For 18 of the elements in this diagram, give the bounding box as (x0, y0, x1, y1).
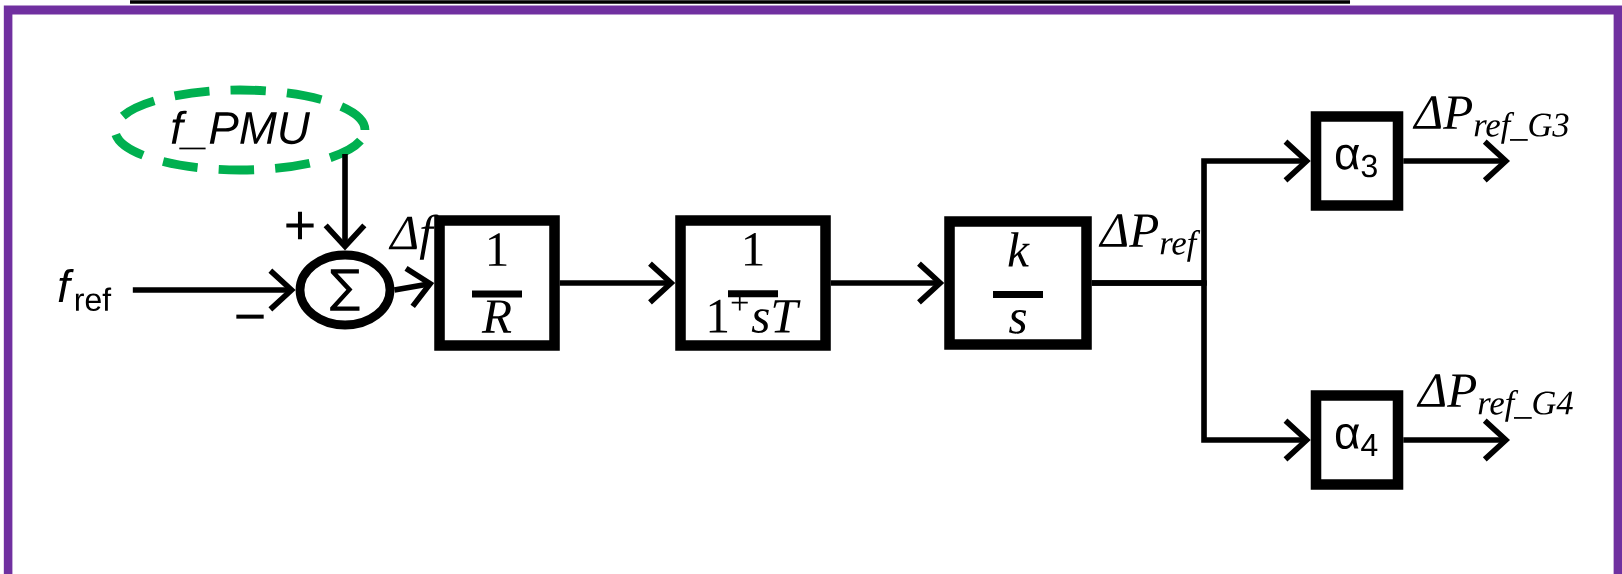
summing-junction: ∑ (295, 250, 395, 330)
edge-label: ΔP$_{ref_G3}$ (1412, 96, 1569, 144)
gain-box: α$_{4}$ (1310, 390, 1404, 490)
edge-label: ΔP$_{ref}$ (1098, 214, 1201, 262)
arrow (1403, 418, 1511, 462)
arrow (132, 268, 296, 312)
gain-box: α$_{3}$ (1310, 111, 1404, 211)
sign-label: + (286, 211, 314, 240)
transfer-function-box: 1 R (434, 215, 560, 351)
input-label: f$_{ref}$ (58, 268, 112, 312)
edge-label: ΔP$_{ref_G4}$ (1416, 374, 1573, 422)
arrow (1091, 280, 1311, 462)
arrow (1403, 139, 1510, 183)
transfer-function-box: k s (944, 216, 1092, 350)
sign-label: − (236, 314, 264, 319)
arrow (323, 154, 367, 251)
arrow (830, 261, 945, 305)
arrow (559, 261, 676, 305)
